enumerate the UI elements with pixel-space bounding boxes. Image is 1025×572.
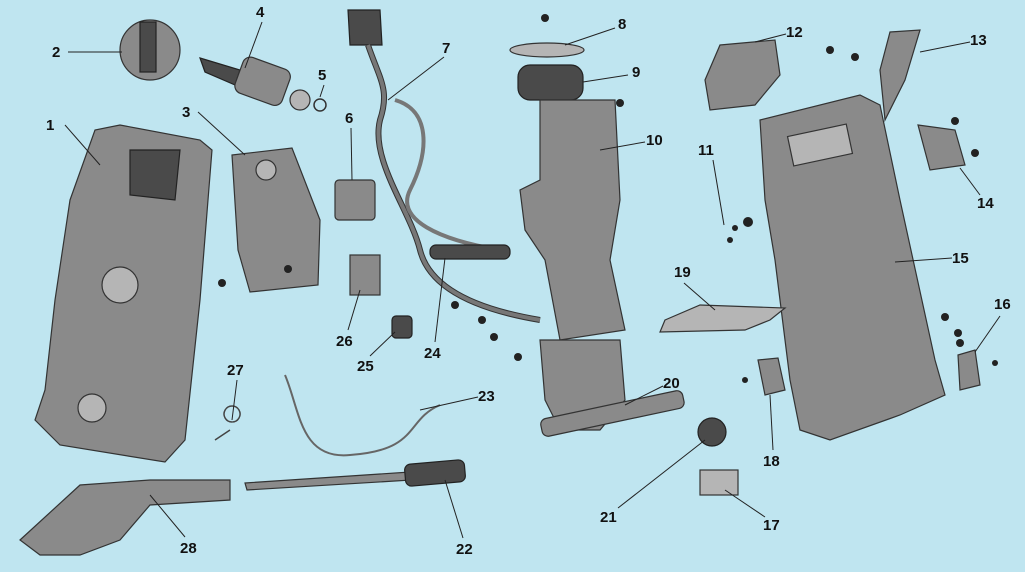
part-label: 8 [618, 16, 626, 33]
part-label: 18 [763, 453, 780, 470]
part-label: 23 [478, 388, 495, 405]
screws [218, 14, 998, 383]
part-label: 14 [977, 195, 994, 212]
part-label: 21 [600, 509, 617, 526]
leader-lines [64, 21, 1001, 539]
part-21-connector [697, 417, 727, 447]
part-label: 26 [336, 333, 353, 350]
part-label: 7 [442, 40, 450, 57]
part-label: 20 [663, 375, 680, 392]
part-label: 6 [345, 110, 353, 127]
part-label: 11 [698, 142, 714, 159]
part-8-cover-plate [509, 42, 585, 58]
part-label: 9 [632, 64, 640, 81]
part-label: 13 [970, 32, 987, 49]
part-7-power-cord [347, 9, 541, 323]
part-24-cable-clip [429, 244, 511, 260]
part-label: 3 [182, 104, 190, 121]
part-label: 22 [456, 541, 473, 558]
part-26-wire [349, 254, 381, 296]
part-9-seal [517, 64, 584, 101]
part-label: 10 [646, 132, 663, 149]
part-label: 24 [424, 345, 441, 362]
part-15-rear-housing [759, 94, 946, 441]
part-number-labels: 1 2 3 4 5 6 7 8 9 10 11 12 13 14 15 16 1… [46, 4, 1011, 558]
part-label: 19 [674, 264, 691, 281]
part-28-gun [19, 479, 231, 556]
part-label: 27 [227, 362, 244, 379]
part-label: 4 [256, 4, 265, 21]
part-22-lance [244, 459, 466, 491]
part-6-switch [334, 179, 376, 221]
part-3-motor-box [231, 147, 321, 293]
part-label: 12 [786, 24, 803, 41]
part-23-hose [284, 374, 441, 457]
part-label: 5 [318, 67, 326, 84]
part-17-filter [699, 469, 739, 496]
part-label: 17 [763, 517, 780, 534]
part-label: 25 [357, 358, 374, 375]
part-4-switch-rod [199, 56, 311, 111]
part-14-bracket [917, 124, 966, 171]
part-27-pin [214, 405, 241, 441]
part-12-latch [704, 39, 781, 111]
part-label: 2 [52, 44, 60, 61]
part-13-hook [879, 29, 921, 123]
part-5-o-ring [313, 98, 327, 112]
part-10-pump-motor [519, 99, 626, 431]
part-1-front-housing [34, 124, 213, 463]
part-16-foot [957, 349, 981, 391]
part-label: 16 [994, 296, 1011, 313]
part-25-cap [391, 315, 413, 339]
part-label: 28 [180, 540, 197, 557]
part-label: 1 [46, 117, 54, 134]
part-18-foot [757, 357, 786, 396]
part-20-outlet [540, 390, 685, 437]
part-2-knob [119, 19, 181, 81]
part-label: 15 [952, 250, 969, 267]
part-19-base-plate [659, 304, 787, 333]
